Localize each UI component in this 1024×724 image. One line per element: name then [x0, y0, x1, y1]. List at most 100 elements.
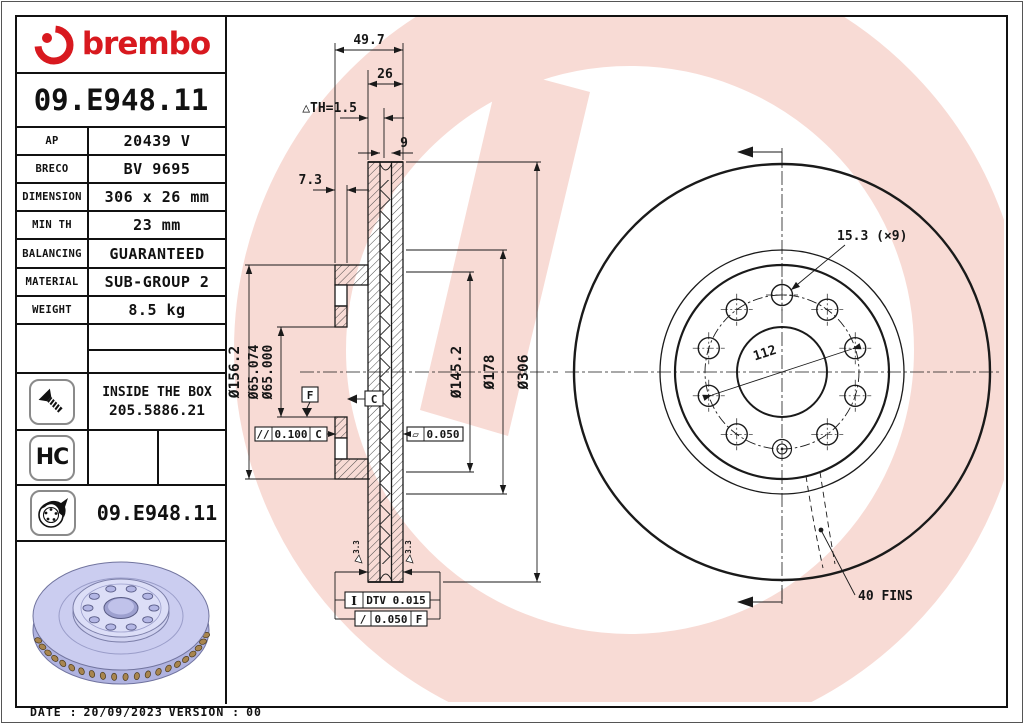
spec-value: 20439 V	[123, 132, 191, 150]
svg-text:/: /	[360, 613, 367, 626]
svg-text:49.7: 49.7	[353, 33, 384, 48]
dim-49-7: 49.7	[334, 33, 404, 263]
datum-c: C	[347, 390, 384, 407]
date-value: 20/09/2023	[83, 705, 163, 719]
version-value: 00	[246, 705, 262, 719]
section-view: 49.7 26 △TH=1.5 9	[227, 33, 558, 627]
svg-text:F: F	[416, 613, 423, 626]
spec-row-breco: BRECO BV 9695	[17, 156, 225, 184]
spec-row-dimension: DIMENSION 306 x 26 mm	[17, 184, 225, 212]
spec-value: 8.5 kg	[128, 301, 186, 319]
spec-row-ap: AP 20439 V	[17, 128, 225, 156]
svg-text://: //	[256, 428, 270, 441]
hc-badge-icon: HC	[29, 434, 75, 481]
dim-bore: Ø65.074 Ø65.000	[247, 326, 336, 418]
dim-holes-leader: 15.3 (×9)	[791, 229, 907, 290]
tolerance-parallelism-frame: // 0.100 C	[254, 426, 336, 442]
inside-the-box-label: INSIDE THE BOX	[102, 384, 212, 400]
section-cut-arrows	[737, 146, 783, 608]
countersunk-screw-icon	[29, 378, 75, 425]
svg-text:△TH=1.5: △TH=1.5	[302, 101, 357, 116]
datum-f: F	[301, 386, 319, 417]
date-label: DATE :	[30, 705, 78, 719]
svg-text:0.050: 0.050	[426, 428, 459, 441]
cell-divider	[157, 431, 159, 484]
vent-end-bottom	[379, 573, 392, 581]
svg-text:C: C	[371, 393, 378, 406]
tolerance-dtv-runout: I DTV 0.015 / 0.050 F	[334, 568, 441, 627]
hc-label: HC	[35, 445, 70, 470]
vent-end-top	[379, 163, 392, 171]
spec-label: MIN TH	[17, 212, 89, 238]
svg-text:26: 26	[377, 67, 393, 82]
version-label: VERSION :	[168, 705, 241, 719]
dim-26: 26	[367, 67, 403, 160]
dim-th-wear: △TH=1.5	[302, 101, 404, 158]
product-image-box	[17, 542, 225, 704]
svg-text:3.3: 3.3	[404, 540, 413, 554]
chamfer-callouts: 3.3 3.3	[352, 540, 414, 564]
spec-row-min-th: MIN TH 23 mm	[17, 212, 225, 240]
spec-row-balancing: BALANCING GUARANTEED	[17, 240, 225, 269]
svg-text:3.3: 3.3	[352, 540, 361, 554]
svg-text:F: F	[307, 389, 314, 402]
hc-row: HC	[17, 431, 225, 486]
locating-pin-hole	[771, 438, 793, 460]
svg-text:Ø156.2: Ø156.2	[227, 346, 243, 399]
center-bore-circle	[736, 326, 828, 418]
spec-row-material: MATERIAL SUB-GROUP 2	[17, 269, 225, 297]
brand-wordmark: brembo	[81, 26, 211, 62]
brand-header: brembo	[17, 17, 225, 74]
svg-text:I: I	[351, 594, 357, 608]
hat-section	[334, 264, 369, 480]
brembo-roundel-icon	[34, 25, 74, 64]
svg-text:Ø65.000: Ø65.000	[261, 344, 276, 400]
fins-callout: 40 FINS	[805, 471, 913, 604]
dim-7-3: 7.3	[299, 173, 369, 263]
spec-label: AP	[17, 128, 89, 154]
vent-fins-section	[380, 180, 392, 564]
dim-vent-id: Ø145.2	[406, 271, 474, 473]
part-number-row: 09.E948.11	[17, 486, 225, 542]
spec-value: SUB-GROUP 2	[104, 273, 210, 291]
spec-label: WEIGHT	[17, 297, 89, 323]
part-number-box: 09.E948.11	[17, 74, 225, 128]
svg-text:40 FINS: 40 FINS	[858, 589, 913, 604]
svg-text:112: 112	[751, 343, 778, 365]
spec-row-weight: WEIGHT 8.5 kg	[17, 297, 225, 325]
part-number-secondary: 09.E948.11	[96, 501, 218, 525]
svg-text:Ø65.074: Ø65.074	[247, 344, 262, 400]
svg-text:C: C	[315, 428, 322, 441]
dim-bolt-circle: 112	[702, 343, 862, 401]
hat-od-circle	[673, 263, 891, 481]
hat-step-circle	[659, 249, 905, 495]
svg-text:Ø145.2: Ø145.2	[449, 346, 465, 399]
tolerance-flatness-frame: ▱ 0.050	[403, 426, 464, 442]
spec-value: GUARANTEED	[109, 244, 205, 263]
front-view: 15.3 (×9) 112	[565, 146, 1002, 608]
empty-row	[17, 325, 225, 374]
brake-disc-3d-image	[32, 561, 211, 685]
dim-hat-od: Ø156.2	[227, 264, 370, 480]
spec-panel: brembo 09.E948.11 AP 20439 V BRECO BV 96…	[15, 15, 227, 704]
empty-cell	[17, 325, 89, 372]
footer-revision: DATE : 20/09/2023 VERSION : 00	[30, 705, 268, 719]
spec-label: BALANCING	[17, 240, 89, 267]
svg-text:7.3: 7.3	[299, 173, 322, 188]
empty-cell	[89, 325, 225, 372]
svg-text:Ø306: Ø306	[516, 355, 532, 391]
spec-label: MATERIAL	[17, 269, 89, 295]
inside-the-box-row: INSIDE THE BOX 205.5886.21	[17, 374, 225, 431]
spec-label: DIMENSION	[17, 184, 89, 210]
spec-value: 306 x 26 mm	[104, 188, 210, 206]
spec-value: 23 mm	[133, 216, 181, 234]
spec-label: BRECO	[17, 156, 89, 182]
svg-text:0.050: 0.050	[374, 613, 407, 626]
brembo-watermark	[234, 17, 1004, 702]
svg-text:▱: ▱	[412, 428, 419, 441]
spec-value: BV 9695	[123, 160, 191, 178]
svg-text:Ø178: Ø178	[482, 355, 498, 391]
inside-the-box-code: 205.5886.21	[108, 402, 206, 419]
